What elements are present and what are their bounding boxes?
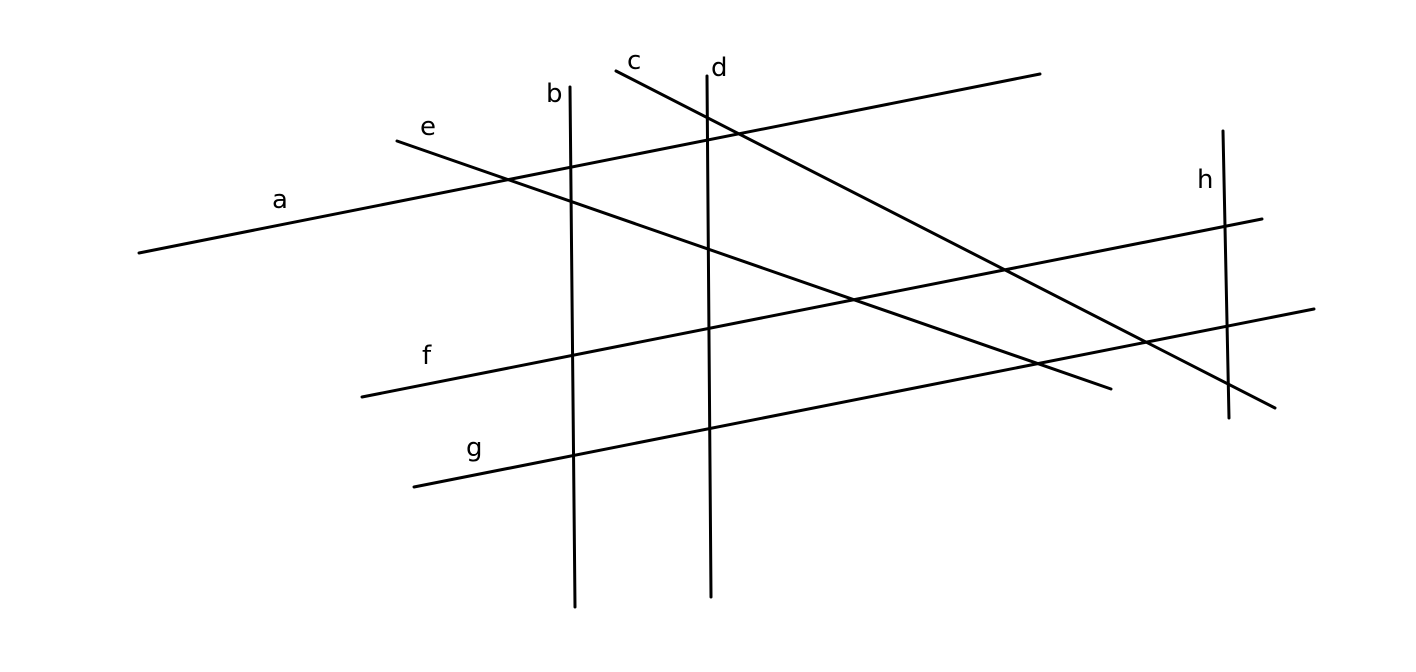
line-d <box>705 74 713 599</box>
label-c: c <box>627 46 641 76</box>
label-b: b <box>546 79 563 109</box>
label-d: d <box>711 53 728 83</box>
line-g <box>412 307 1316 489</box>
line-a <box>137 72 1042 255</box>
line-f <box>360 217 1264 399</box>
label-h: h <box>1197 165 1213 195</box>
line-h <box>1221 129 1231 420</box>
line-c <box>614 69 1277 410</box>
label-g: g <box>466 433 483 463</box>
label-e: e <box>420 112 436 142</box>
label-f: f <box>422 341 432 371</box>
line-b <box>568 85 577 609</box>
label-a: a <box>272 185 288 215</box>
line-e <box>395 139 1113 391</box>
